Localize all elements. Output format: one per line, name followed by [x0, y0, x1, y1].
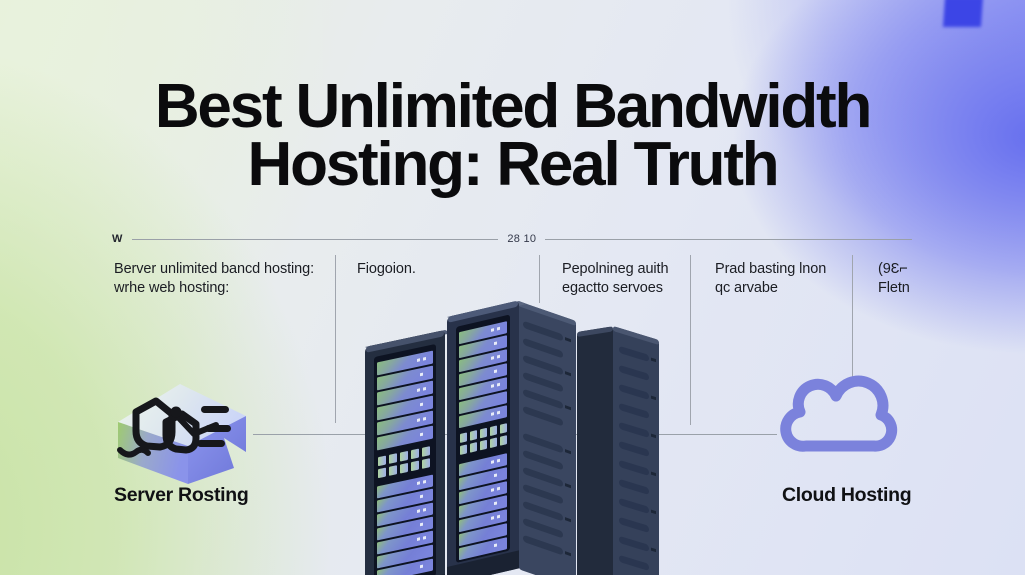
- text-column-3: Pepolnineg auith egactto servoes: [562, 260, 687, 298]
- server-hosting-label: Server Rosting: [114, 484, 249, 506]
- cloud-icon: [780, 375, 898, 452]
- page-title: Best Unlimited Bandwidth Hosting: Real T…: [0, 72, 1025, 200]
- column-line: Berver unlimited bancd hosting:: [114, 261, 315, 277]
- title-line-1: Best Unlimited Bandwidth: [154, 72, 873, 141]
- corner-accent-square: [942, 0, 984, 27]
- column-line: Pepolnineg auith: [562, 261, 669, 277]
- column-line: Fletn: [878, 279, 910, 296]
- column-line: (9Ɛ⌐: [878, 261, 908, 277]
- rule-line-left: [131, 238, 499, 240]
- column-line: wrhe web hosting:: [114, 279, 230, 296]
- rule-center-marker: 28 10: [507, 233, 537, 245]
- column-divider: [690, 255, 691, 425]
- isometric-hex-server-icon: [117, 384, 246, 484]
- text-column-2: Fiogoion.: [357, 260, 507, 279]
- cloud-hosting-label: Cloud Hosting: [782, 484, 912, 506]
- text-column-1: Berver unlimited bancd hosting: wrhe web…: [114, 260, 339, 298]
- column-divider: [852, 255, 853, 377]
- text-column-4: Prad basting lnon qc arvabe: [715, 260, 847, 298]
- rule-left-marker: W: [112, 233, 123, 245]
- title-line-2: Hosting: Real Truth: [247, 130, 780, 200]
- top-rule: W 28 10: [112, 232, 912, 246]
- column-line: Prad basting lnon: [715, 261, 827, 277]
- column-divider: [539, 255, 540, 303]
- rule-line-right: [545, 238, 912, 240]
- column-line: egactto servoes: [562, 279, 663, 296]
- column-divider: [335, 255, 336, 423]
- column-line: qc arvabe: [715, 279, 778, 296]
- server-racks-illustration: [365, 301, 659, 575]
- text-column-5: (9Ɛ⌐ Fletn: [878, 260, 978, 298]
- column-line: Fiogoion.: [357, 261, 416, 277]
